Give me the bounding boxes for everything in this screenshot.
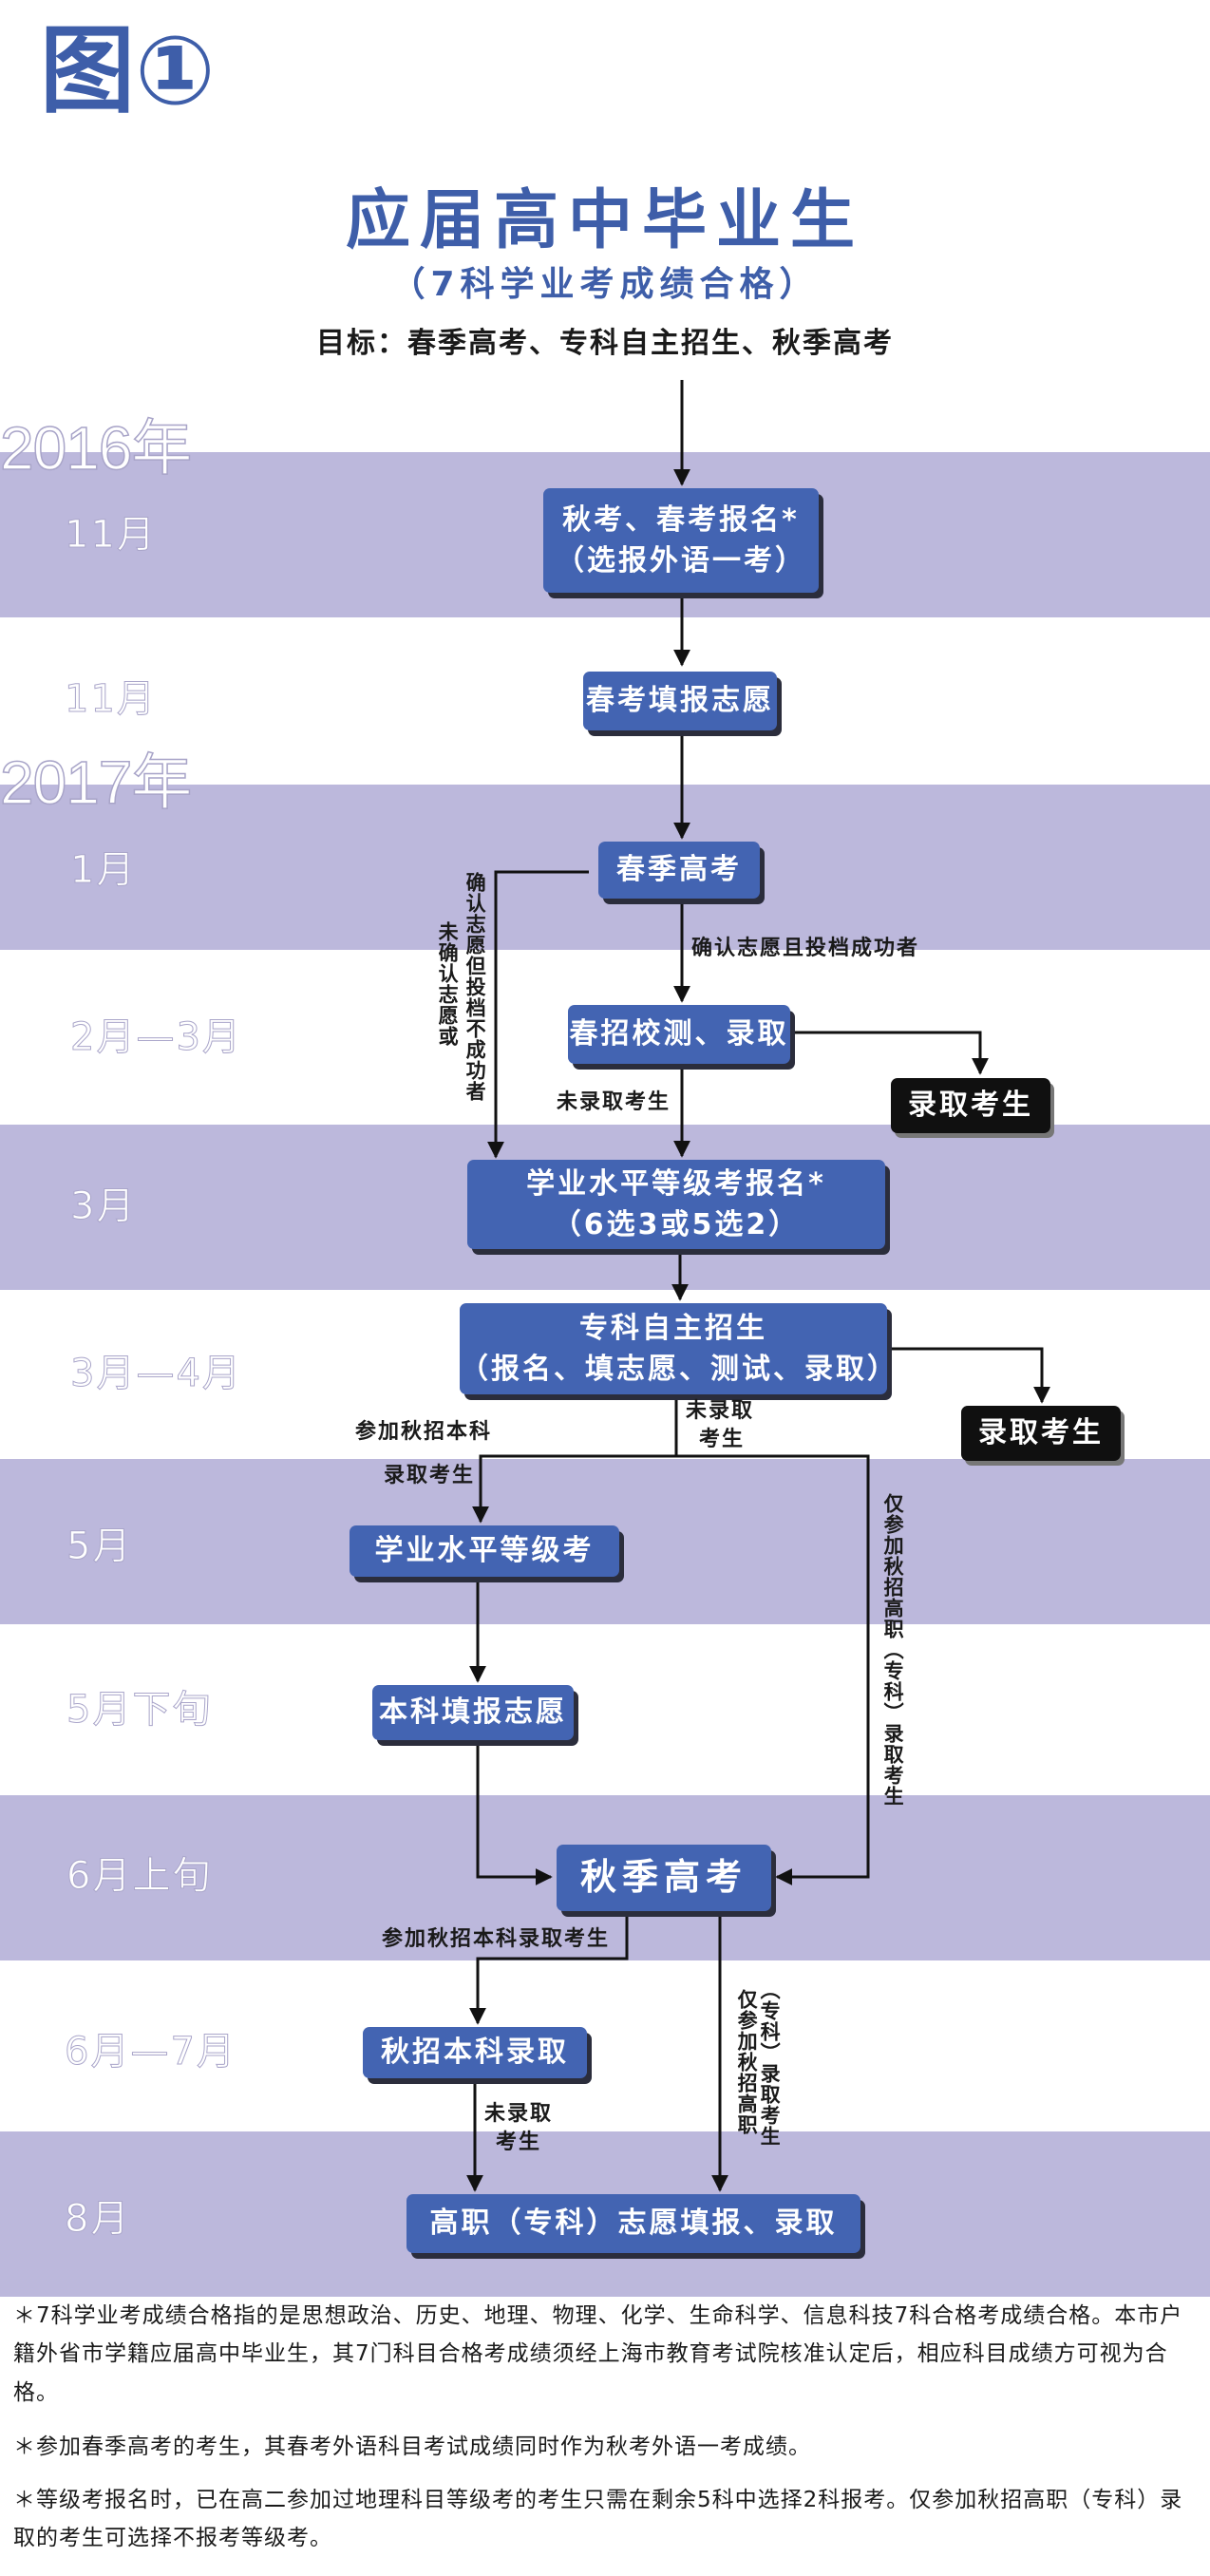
spring-admission-box: 春招校测、录取 <box>568 1005 790 1064</box>
arrow <box>469 1911 629 2025</box>
edge-label: 录取考生 <box>384 1464 476 1487</box>
box-text: 秋考、春考报名* <box>562 502 800 537</box>
month-label: 6月上旬 <box>66 1854 213 1898</box>
month-label: 5月 <box>66 1525 133 1568</box>
autumn-undergrad-box: 秋招本科录取 <box>363 2027 587 2078</box>
box-text: （6选3或5选2） <box>552 1208 801 1241</box>
arrow <box>790 1031 989 1075</box>
spring-preference-box: 春考填报志愿 <box>583 672 777 730</box>
month-label: 8月 <box>64 2197 131 2241</box>
edge-label: （专科）录取考生 <box>758 1979 782 2147</box>
edge-label: 确认志愿但投档不成功者 <box>463 872 487 1102</box>
month-label: 5月下旬 <box>66 1688 213 1732</box>
page-subtitle: （7科学业考成绩合格） <box>390 265 820 304</box>
month-label: 11月 <box>65 677 157 721</box>
edge-label: 未录取 <box>484 2102 554 2126</box>
arrow <box>676 1454 870 1885</box>
month-label: 3月—4月 <box>70 1352 242 1395</box>
spring-exam-box: 春季高考 <box>598 842 760 899</box>
month-label: 11月 <box>65 513 157 557</box>
box-text: 专科自主招生 <box>579 1311 767 1345</box>
level-exam-box: 学业水平等级考 <box>350 1525 619 1577</box>
edge-label: 参加秋招本科录取考生 <box>382 1927 611 1951</box>
edge-label: 未确认志愿或 <box>436 921 460 1047</box>
vocational-box: 高职（专科）志愿填报、录取 <box>406 2194 860 2253</box>
footnote: ＊参加春季高考的考生，其春考外语科目考试成绩同时作为秋考外语一考成绩。 <box>13 2434 811 2459</box>
page-title: 应届高中毕业生 <box>345 183 864 258</box>
edge-label: 仅参加秋招高职（专科）录取考生 <box>881 1493 905 1807</box>
box-text: （选报外语一考） <box>556 544 806 578</box>
admitted-box: 录取考生 <box>891 1078 1050 1133</box>
edge-label: 确认志愿且投档成功者 <box>691 937 920 960</box>
year-label: 2017年 <box>0 748 193 817</box>
arrow <box>476 1740 553 1885</box>
edge-label: 仅参加秋招高职 <box>735 1989 759 2135</box>
undergrad-preference-box: 本科填报志愿 <box>372 1685 574 1740</box>
arrow <box>487 870 589 1159</box>
junior-college-box: 专科自主招生 （报名、填志愿、测试、录取） <box>460 1303 898 1394</box>
month-label: 6月—7月 <box>65 2030 236 2074</box>
figure-label: 图① <box>40 15 216 126</box>
edge-label: 未录取 <box>686 1399 755 1423</box>
month-label: 1月 <box>69 848 137 892</box>
autumn-exam-box: 秋季高考 <box>557 1845 771 1911</box>
edge-label: 考生 <box>496 2131 542 2154</box>
box-text: 学业水平等级考报名* <box>526 1166 826 1201</box>
footnote: ＊7科学业考成绩合格指的是思想政治、历史、地理、物理、化学、生命科学、信息科技7… <box>13 2303 1183 2405</box>
goal-text: 目标：春季高考、专科自主招生、秋季高考 <box>316 327 894 360</box>
register-box: 秋考、春考报名* （选报外语一考） <box>543 488 819 593</box>
edge-label: 参加秋招本科 <box>355 1420 493 1444</box>
footnote: ＊等级考报名时，已在高二参加过地理科目等级考的考生只需在剩余5科中选择2科报考。… <box>13 2488 1183 2551</box>
month-label: 2月—3月 <box>70 1015 242 1059</box>
year-label: 2016年 <box>0 414 193 483</box>
edge-label: 考生 <box>699 1428 746 1451</box>
box-text: （报名、填志愿、测试、录取） <box>460 1353 898 1386</box>
arrow <box>891 1347 1050 1404</box>
month-label: 3月 <box>69 1184 137 1228</box>
level-register-box: 学业水平等级考报名* （6选3或5选2） <box>467 1160 885 1249</box>
admitted-box: 录取考生 <box>961 1406 1121 1461</box>
edge-label: 未录取考生 <box>557 1090 671 1114</box>
arrow <box>472 1396 678 1524</box>
